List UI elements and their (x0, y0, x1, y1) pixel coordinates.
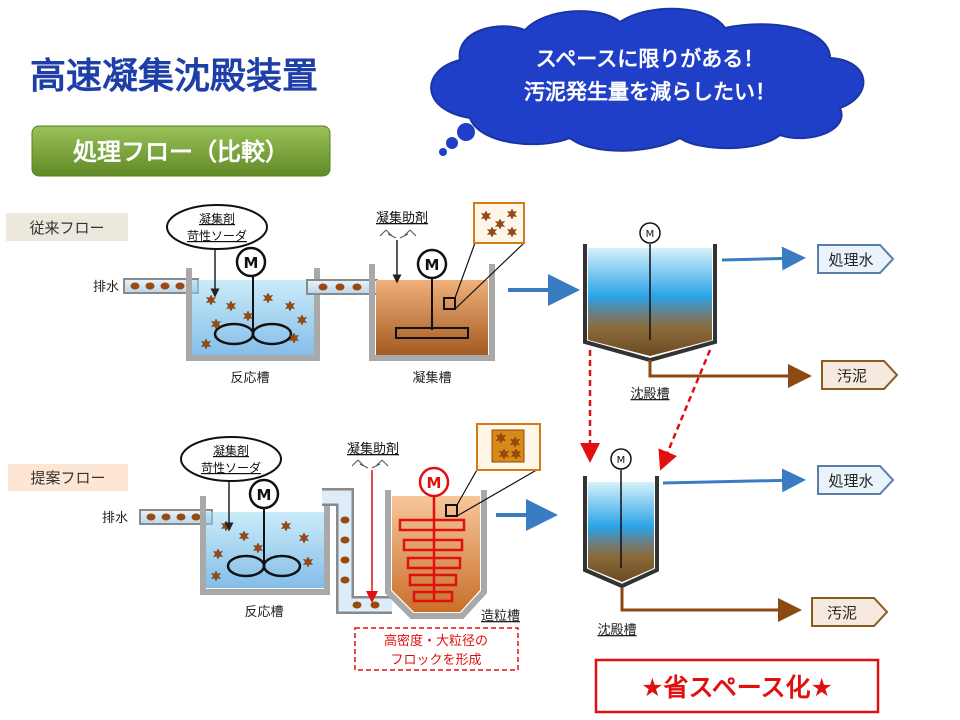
proposed-settling-tank: M (583, 448, 659, 589)
conventional-chem1-line2: 苛性ソーダ (187, 228, 247, 243)
svg-text:汚泥: 汚泥 (827, 604, 857, 622)
proposed-label: 提案フロー (30, 469, 105, 487)
conventional-motor-1: M (235, 246, 267, 278)
subtitle-text: 処理フロー（比較） (73, 138, 289, 166)
proposed-chem2: 凝集助剤 (347, 441, 399, 603)
proposed-floc-zoom (456, 423, 541, 517)
conventional-settling-tank: M (583, 222, 717, 363)
cloud-line2: 汚泥発生量を減らしたい！ (524, 80, 776, 104)
conventional-flow: 従来フロー 排水 M (6, 202, 899, 402)
proposed-chem1-line1: 凝集剤 (213, 443, 249, 458)
proposed-reaction-tank-label: 反応槽 (244, 605, 283, 620)
svg-text:処理水: 処理水 (828, 251, 873, 269)
proposed-motor-1: M (248, 478, 280, 510)
proposed-label-bg (8, 464, 128, 491)
subtitle-badge: 処理フロー（比較） (31, 125, 331, 177)
conventional-chem2: 凝集助剤 (376, 210, 428, 284)
conventional-label: 従来フロー (29, 219, 104, 237)
proposed-motor-2: M (418, 466, 450, 498)
conventional-sludge: 汚泥 (821, 360, 899, 390)
conventional-treated-water: 処理水 (817, 244, 895, 274)
conventional-label-bg (6, 213, 128, 241)
space-saving-badge: ★省スペース化★ (594, 658, 880, 714)
conventional-chem2-label: 凝集助剤 (376, 210, 428, 226)
svg-text:M: M (427, 474, 442, 492)
compare-arrow-right (658, 349, 712, 471)
proposed-treated-water: 処理水 (817, 465, 895, 495)
svg-text:M: M (244, 254, 259, 272)
svg-text:M: M (646, 229, 655, 240)
space-saving-text: ★省スペース化★ (641, 673, 833, 702)
proposed-chem1-bubble: 凝集剤 苛性ソーダ (180, 436, 282, 532)
svg-text:M: M (425, 256, 440, 274)
conventional-drain-label: 排水 (93, 280, 119, 295)
thought-cloud: スペースに限りがある！ 汚泥発生量を減らしたい！ (430, 7, 865, 156)
conventional-reaction-tank (186, 268, 320, 361)
proposed-gran-tank-label: 造粒槽 (481, 609, 520, 624)
proposed-sludge: 汚泥 (811, 597, 889, 627)
svg-text:M: M (617, 455, 626, 466)
conventional-chem1-line1: 凝集剤 (199, 211, 235, 226)
conventional-coag-tank-label: 凝集槽 (412, 370, 451, 386)
proposed-chem2-label: 凝集助剤 (347, 441, 399, 457)
proposed-settling-tank-label: 沈殿槽 (597, 623, 636, 638)
conventional-chem1-bubble: 凝集剤 苛性ソーダ (166, 204, 268, 298)
proposed-flow: 提案フロー 排水 M 凝集剤 苛 (8, 423, 895, 671)
proposed-note: 高密度・大粒径の フロックを形成 (354, 627, 519, 671)
conventional-settling-tank-label: 沈殿槽 (630, 387, 669, 402)
proposed-chem1-line2: 苛性ソーダ (201, 460, 261, 475)
conventional-floc-zoom (454, 202, 525, 310)
page-title: 高速凝集沈殿装置 (30, 56, 318, 97)
proposed-u-pipe (322, 488, 392, 614)
proposed-note-line2: フロックを形成 (390, 653, 481, 668)
proposed-gran-tank (385, 490, 487, 619)
cloud-line1: スペースに限りがある！ (536, 47, 764, 71)
proposed-note-line1: 高密度・大粒径の (384, 633, 488, 649)
svg-text:M: M (257, 486, 272, 504)
svg-text:汚泥: 汚泥 (837, 367, 867, 385)
svg-text:処理水: 処理水 (828, 472, 873, 490)
conventional-reaction-tank-label: 反応槽 (230, 371, 269, 386)
conventional-motor-2: M (416, 248, 448, 280)
conventional-coag-tank (369, 264, 495, 361)
proposed-drain-label: 排水 (102, 511, 128, 526)
proposed-reaction-tank (200, 496, 330, 595)
